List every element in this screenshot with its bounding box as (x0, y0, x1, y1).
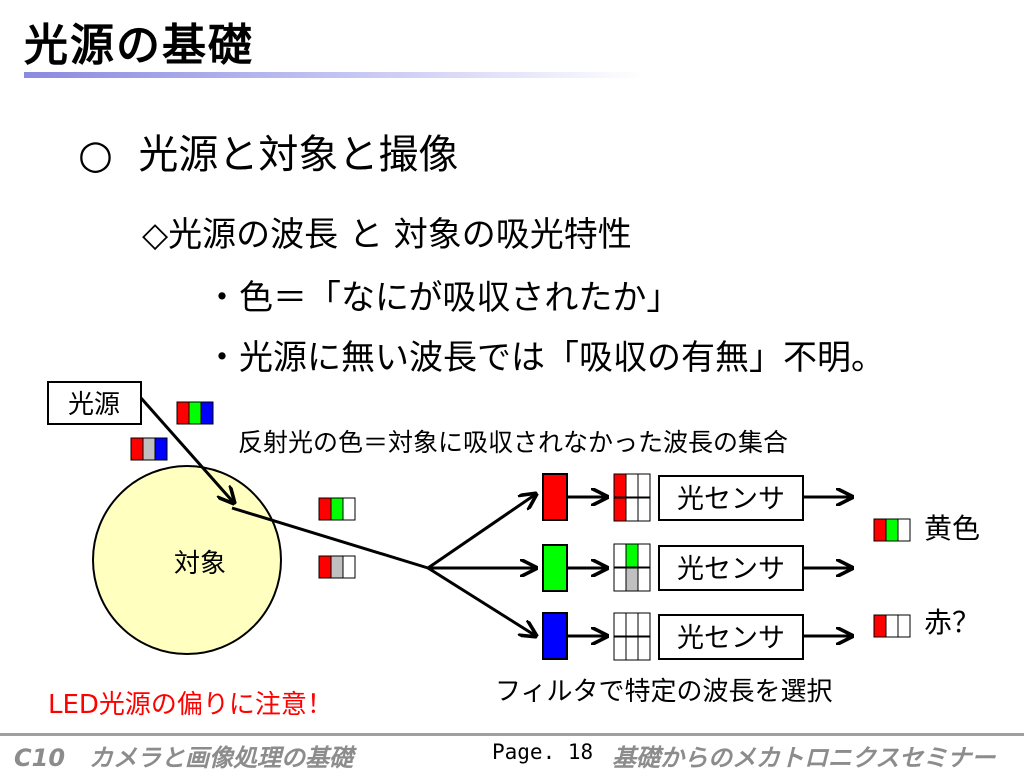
blue-filter (542, 612, 568, 660)
sub-point-color: ・色＝「なにが吸収されたか」 (205, 278, 681, 318)
led-warning: LED光源の偏りに注意！ (48, 690, 333, 720)
ray-to-blue-filter (427, 566, 536, 636)
heading-text: 光源と対象と撮像 (138, 132, 459, 178)
section-heading: ○ 光源と対象と撮像 (78, 130, 458, 180)
blue-pass-grid (613, 612, 651, 661)
object-circle (92, 465, 282, 655)
sub-point-wavelength: ◇光源の波長 と 対象の吸光特性 (142, 215, 632, 255)
light-source-label: 光源 (68, 390, 120, 420)
red-pass-grid (613, 473, 651, 522)
incident-light-arrow (139, 397, 234, 503)
result-red-label: 赤？ (924, 606, 980, 639)
reflected-spectrum-rg (318, 497, 356, 521)
sensor-label-blue: 光センサ (677, 623, 785, 654)
slide-title: 光源の基礎 (24, 20, 254, 71)
light-source-box (47, 381, 142, 425)
source-spectrum-rgb (176, 401, 214, 425)
result-spectrum-red (873, 614, 911, 638)
ray-to-red-filter (427, 494, 536, 570)
footer-course-title: C10 カメラと画像処理の基礎 (14, 744, 354, 772)
sub-point-unknown: ・光源に無い波長では「吸収の有無」不明。 (205, 338, 885, 378)
sensor-box-blue (658, 614, 804, 660)
object-label: 対象 (174, 549, 226, 579)
sensor-label-green: 光センサ (677, 554, 785, 585)
circle-bullet-icon: ○ (78, 132, 113, 178)
green-filter (542, 544, 568, 592)
source-spectrum-rgray-b (130, 437, 168, 461)
result-spectrum-yellow (873, 518, 911, 542)
sensor-label-red: 光センサ (677, 484, 785, 515)
footer-seminar-title: 基礎からのメカトロニクスセミナー (612, 744, 996, 772)
sensor-box-green (658, 545, 804, 591)
green-pass-grid (613, 543, 651, 592)
page-number: Page. 18 (492, 740, 594, 764)
filter-caption: フィルタで特定の波長を選択 (495, 677, 832, 707)
sensor-box-red (658, 475, 804, 521)
red-filter (542, 473, 568, 521)
footer-divider (0, 733, 1024, 736)
reflected-ray (231, 506, 429, 570)
reflected-spectrum-r-gray (318, 555, 356, 579)
reflected-light-caption: 反射光の色＝対象に吸収されなかった波長の集合 (238, 428, 788, 457)
title-underline (24, 72, 644, 78)
result-yellow-label: 黄色 (924, 512, 980, 545)
